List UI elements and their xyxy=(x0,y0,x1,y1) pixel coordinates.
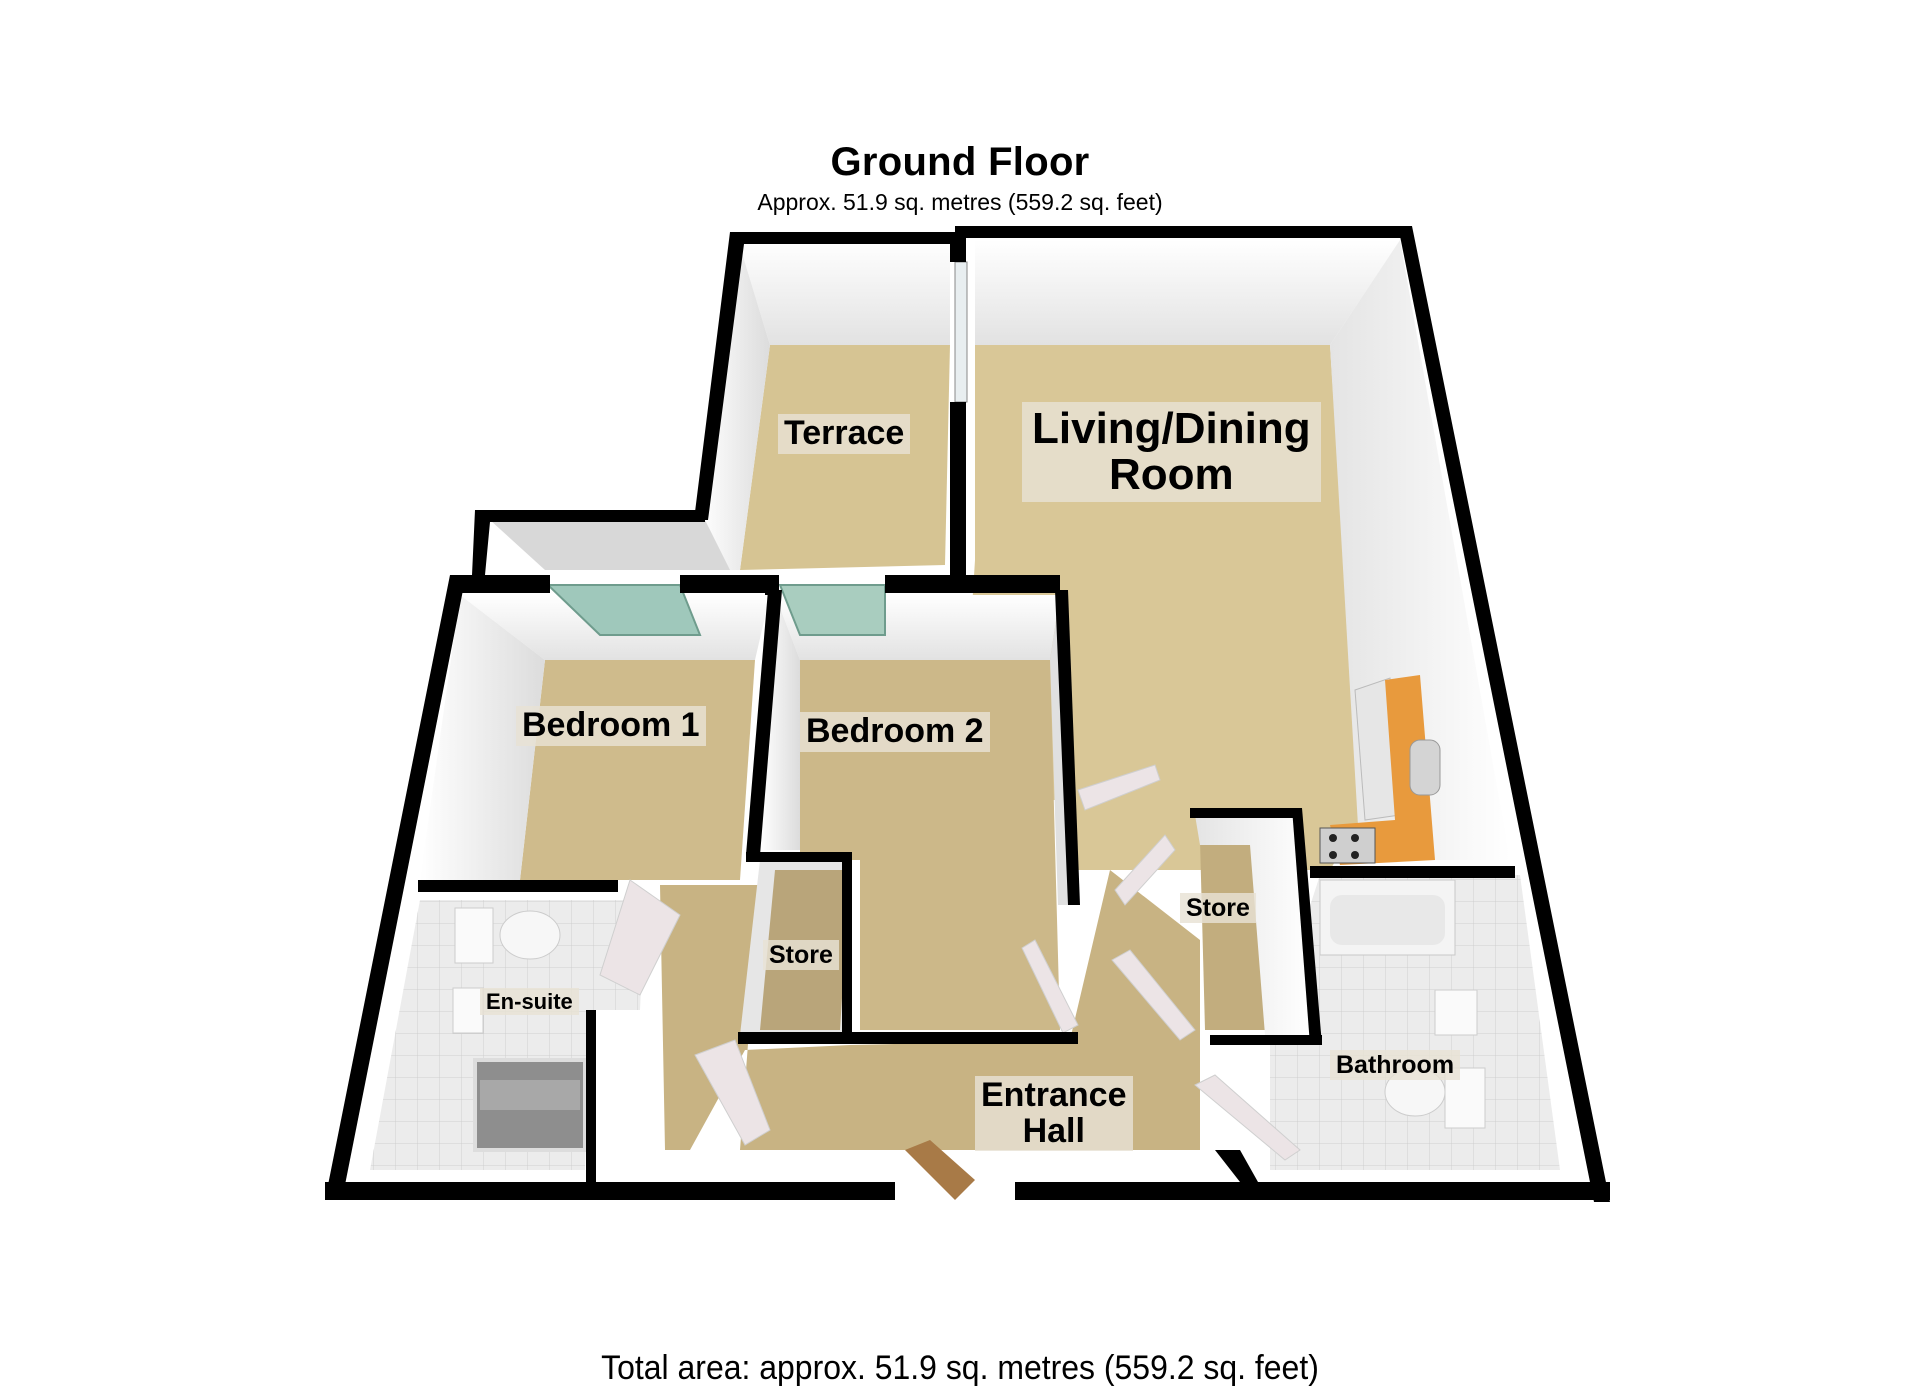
kitchen xyxy=(1319,675,1441,865)
store-right-floor xyxy=(1200,840,1265,1030)
room-label-entrance-line2: Hall xyxy=(1022,1111,1085,1150)
bedroom1-floor xyxy=(520,660,755,880)
door-store-right xyxy=(1114,834,1176,906)
door-bedroom2 xyxy=(1021,939,1079,1034)
bedroom2-floor xyxy=(800,660,1060,1030)
total-area: Total area: approx. 51.9 sq. metres (559… xyxy=(601,1349,1319,1387)
window-bedroom1 xyxy=(545,584,702,636)
room-label-entrance-line1: Entrance xyxy=(981,1076,1127,1114)
room-label-store-right: Store xyxy=(1180,893,1256,924)
door-hall-store xyxy=(1111,949,1196,1041)
door-store-left xyxy=(694,1039,771,1146)
room-label-living-line2: Room xyxy=(1108,450,1234,500)
terrace-floor xyxy=(740,345,950,570)
ensuite-fixtures xyxy=(452,907,587,1152)
window-bedroom2 xyxy=(778,584,886,636)
room-label-store-left: Store xyxy=(763,940,839,971)
room-label-bathroom: Bathroom xyxy=(1330,1050,1461,1081)
front-door xyxy=(905,1140,975,1200)
walls xyxy=(325,226,1610,1202)
floor-title: Ground Floor xyxy=(830,140,1090,184)
room-label-living-line1: Living/Dining xyxy=(1032,404,1311,453)
room-label-ensuite: En-suite xyxy=(480,988,579,1016)
room-label-living: Living/Dining Room xyxy=(1022,402,1321,503)
room-label-entrance-hall: Entrance Hall xyxy=(975,1076,1133,1152)
sliding-door xyxy=(954,261,968,403)
bathroom-fixtures xyxy=(1319,879,1486,1129)
room-label-bedroom1: Bedroom 1 xyxy=(516,706,706,746)
floor-area-subtitle: Approx. 51.9 sq. metres (559.2 sq. feet) xyxy=(757,189,1163,215)
door-bathroom xyxy=(1194,1074,1301,1161)
door-living xyxy=(1077,764,1161,811)
door-ensuite xyxy=(599,879,681,996)
room-label-bedroom2: Bedroom 2 xyxy=(800,712,990,752)
room-label-terrace: Terrace xyxy=(778,414,911,454)
